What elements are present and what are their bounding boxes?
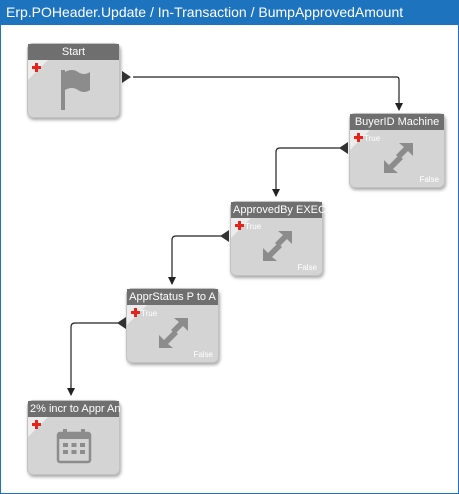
true-branch-label: True <box>245 222 262 231</box>
node-incr-appr-amount[interactable]: 2% incr to Appr An <box>27 400 121 475</box>
flag-icon <box>61 70 90 110</box>
true-branch-label: True <box>141 309 158 318</box>
connector-buyer-to-approved <box>272 147 341 197</box>
add-icon[interactable] <box>354 133 363 142</box>
connector-apprstatus-to-incr <box>67 322 119 396</box>
condition-arrows-icon <box>159 318 188 348</box>
node-title: BuyerID Machine <box>350 114 444 130</box>
input-port-approved[interactable] <box>220 230 229 242</box>
node-title: Start <box>28 44 119 60</box>
connector-start-to-buyer <box>133 76 403 111</box>
node-buyerid-machine[interactable]: BuyerID Machine True False <box>349 113 445 188</box>
node-approvedby-exec[interactable]: ApprovedBy EXEC True False <box>230 201 326 276</box>
true-branch-label: True <box>364 134 381 143</box>
add-icon[interactable] <box>235 221 244 230</box>
add-icon[interactable] <box>32 420 41 429</box>
node-title: ApprStatus P to A <box>127 289 218 305</box>
output-port-start[interactable] <box>122 71 131 83</box>
add-icon[interactable] <box>131 308 140 317</box>
add-icon[interactable] <box>32 63 41 72</box>
node-start[interactable]: Start <box>27 43 120 118</box>
false-branch-label: False <box>193 350 213 359</box>
false-branch-label: False <box>419 175 439 184</box>
condition-arrows-icon <box>384 143 413 173</box>
node-apprstatus-p-to-a[interactable]: ApprStatus P to A True False <box>126 288 219 363</box>
condition-arrows-icon <box>263 231 292 261</box>
input-port-apprstatus[interactable] <box>117 317 126 329</box>
false-branch-label: False <box>297 263 317 272</box>
node-title: 2% incr to Appr An <box>28 401 121 417</box>
connector-approved-to-apprstatus <box>168 235 222 285</box>
node-title: ApprovedBy EXEC <box>231 202 326 218</box>
window-title: Erp.POHeader.Update / In-Transaction / B… <box>0 0 459 25</box>
calendar-icon <box>56 429 92 464</box>
input-port-buyer[interactable] <box>339 142 348 154</box>
